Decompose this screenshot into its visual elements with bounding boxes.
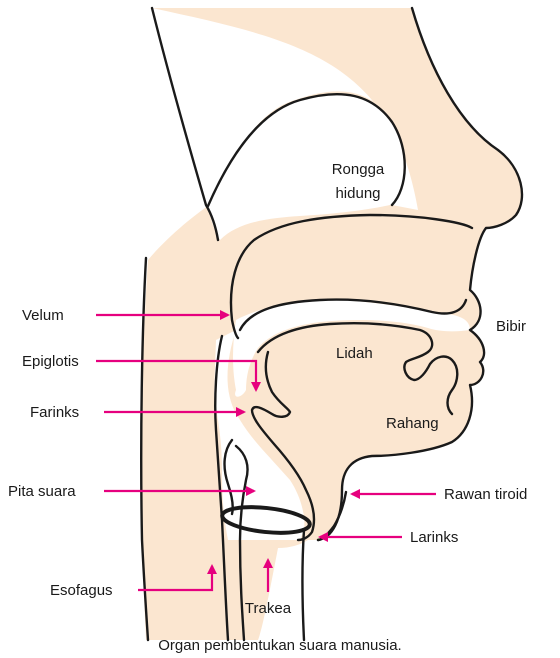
label-rahang: Rahang xyxy=(386,415,439,432)
label-rawan-tiroid: Rawan tiroid xyxy=(444,486,527,503)
label-pita-suara: Pita suara xyxy=(8,483,76,500)
label-bibir: Bibir xyxy=(496,318,526,335)
label-epiglotis: Epiglotis xyxy=(22,353,79,370)
label-farinks: Farinks xyxy=(30,404,79,421)
label-larinks: Larinks xyxy=(410,529,458,546)
label-lidah: Lidah xyxy=(336,345,373,362)
figure-caption: Organ pembentukan suara manusia. xyxy=(158,637,401,654)
trachea-back xyxy=(303,530,305,640)
label-velum: Velum xyxy=(22,307,64,324)
label-trakea: Trakea xyxy=(245,600,292,617)
label-rongga-1: Rongga xyxy=(332,161,385,178)
label-rongga-2: hidung xyxy=(335,185,380,202)
label-esofagus: Esofagus xyxy=(50,582,113,599)
